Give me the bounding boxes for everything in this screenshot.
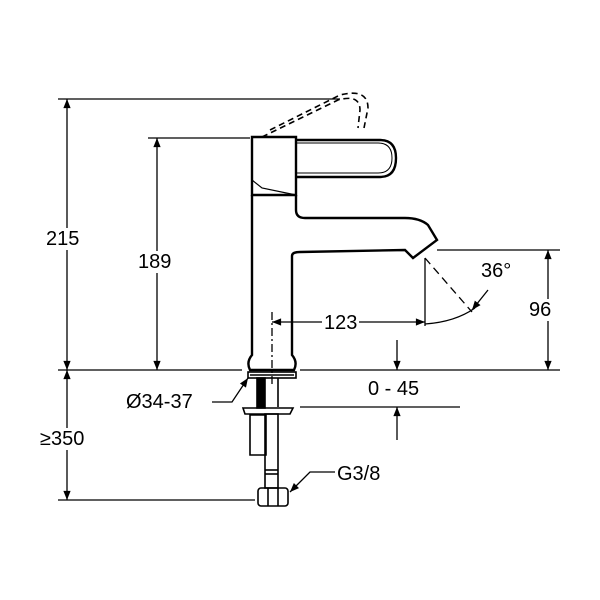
hose-length-label: ≥350 [38,428,87,450]
extension-lines [58,98,560,501]
connection-thread-label: G3/8 [337,463,381,485]
fixing-set [241,371,297,507]
hole-diameter-label: Ø34-37 [126,391,193,413]
deck-thickness-label: 0 - 45 [368,378,420,400]
dimension-lines [63,99,552,501]
body-height-label: 189 [136,251,174,273]
spout-reach-label: 123 [322,312,360,334]
faucet-body [247,92,439,372]
spout-angle-label: 36° [481,260,512,282]
total-height-label: 215 [44,228,82,250]
spout-height-label: 96 [527,299,554,321]
